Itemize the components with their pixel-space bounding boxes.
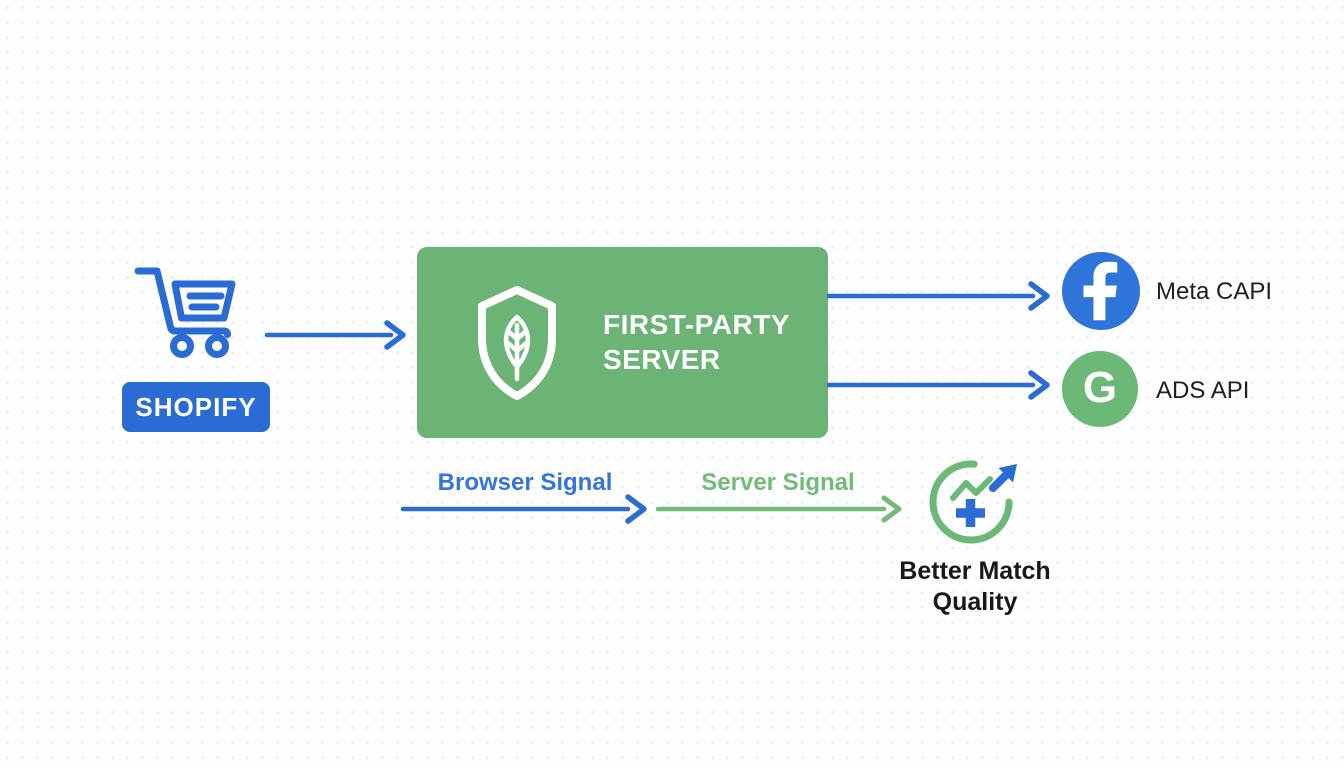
ads-api-label: ADS API <box>1156 377 1250 404</box>
server-signal-arrow <box>655 495 902 523</box>
arrow-server-to-meta <box>827 281 1050 311</box>
meta-capi-label: Meta CAPI <box>1156 278 1273 305</box>
browser-signal-label: Browser Signal <box>437 469 613 496</box>
growth-chart-icon <box>929 460 1017 544</box>
server-title-line1: FIRST-PARTY <box>603 309 790 340</box>
facebook-icon <box>1062 252 1140 330</box>
facebook-f-glyph <box>1083 261 1118 321</box>
outcome-label-line2: Quality <box>932 588 1018 616</box>
first-party-server-box: FIRST-PARTY SERVER <box>417 247 828 438</box>
server-signal-label: Server Signal <box>701 469 855 496</box>
outcome-label: Better Match Quality <box>853 556 1097 618</box>
google-g-glyph: G <box>1082 363 1118 412</box>
arrow-server-to-google <box>827 370 1050 400</box>
shopify-badge-label: SHOPIFY <box>135 391 257 422</box>
outcome-label-line1: Better Match <box>899 557 1051 585</box>
server-box-title: FIRST-PARTY SERVER <box>603 307 790 377</box>
google-icon: G <box>1062 351 1138 427</box>
shopping-cart-icon <box>134 267 236 358</box>
browser-signal-arrow <box>400 494 647 524</box>
arrow-shopify-to-server <box>264 320 406 350</box>
shield-leaf-icon <box>478 286 556 400</box>
shopify-badge: SHOPIFY <box>122 382 270 432</box>
server-title-line2: SERVER <box>603 344 721 375</box>
